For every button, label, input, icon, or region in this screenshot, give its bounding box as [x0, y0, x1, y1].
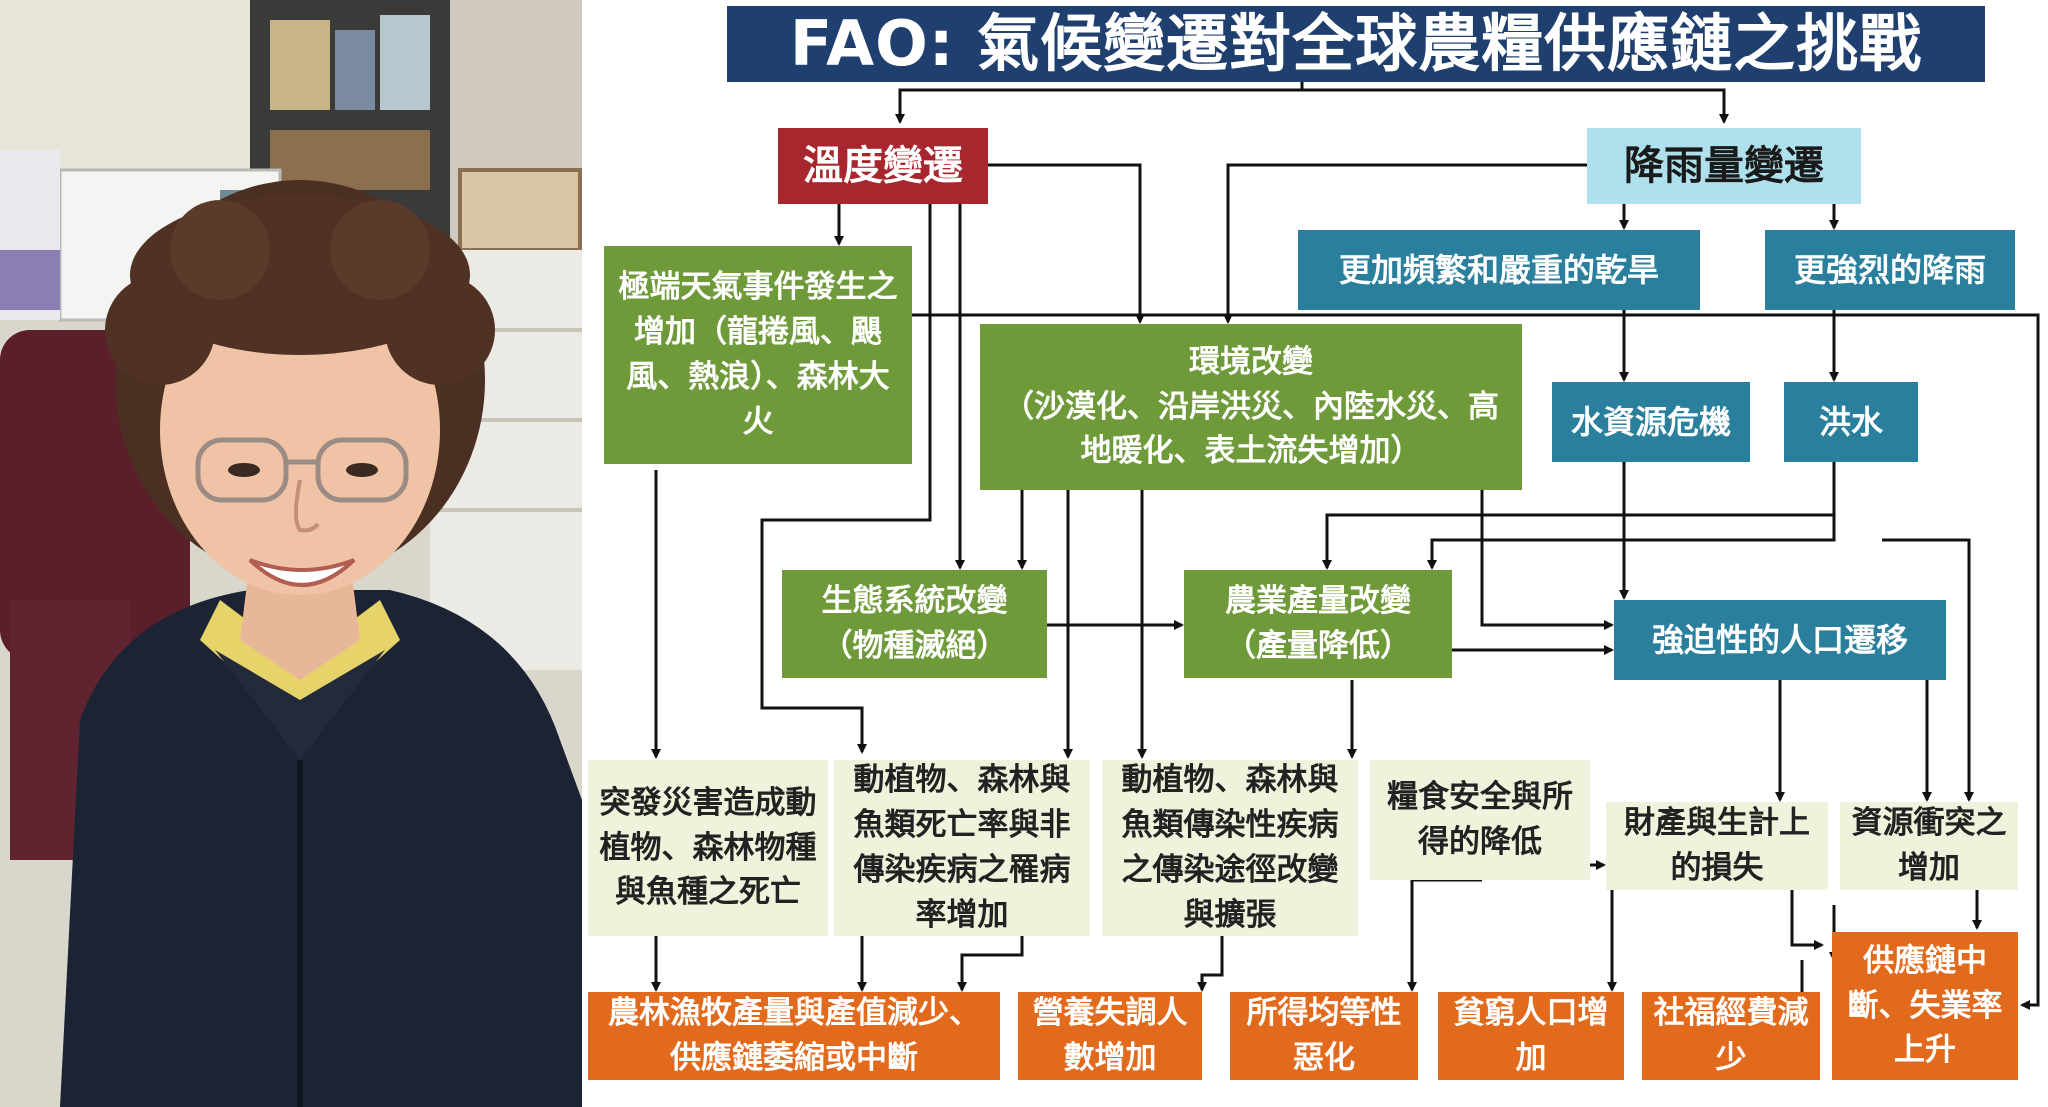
mortality-box: 動植物、森林與魚類死亡率與非傳染疾病之罹病率增加	[834, 760, 1090, 936]
supply-chain-disruption-box: 供應鏈中斷、失業率上升	[1832, 932, 2018, 1080]
heavy-rain-box: 更強烈的降雨	[1765, 230, 2015, 310]
production-decline-box: 農林漁牧產量與產值減少、供應鏈萎縮或中斷	[588, 992, 1000, 1080]
portrait-photo	[0, 0, 582, 1107]
agricultural-output-box: 農業產量改變 （產量降低）	[1184, 570, 1452, 678]
rainfall-change-box: 降雨量變遷	[1587, 128, 1861, 204]
diagram-title: FAO: 氣候變遷對全球農糧供應鏈之挑戰	[727, 6, 1985, 82]
income-inequality-box: 所得均等性惡化	[1230, 992, 1418, 1080]
welfare-decrease-box: 社福經費減少	[1642, 992, 1820, 1080]
poverty-increase-box: 貧窮人口增加	[1438, 992, 1624, 1080]
property-loss-box: 財產與生計上的損失	[1606, 802, 1828, 890]
portrait-illustration	[0, 0, 582, 1107]
food-security-box: 糧食安全與所得的降低	[1370, 760, 1590, 880]
flood-box: 洪水	[1784, 382, 1918, 462]
environment-change-box: 環境改變 （沙漠化、沿岸洪災、內陸水災、高地暖化、表土流失增加）	[980, 324, 1522, 490]
flow-arrows	[651, 82, 2040, 1010]
temperature-change-box: 溫度變遷	[778, 128, 988, 204]
extreme-weather-box: 極端天氣事件發生之增加（龍捲風、颶風、熱浪）、森林大火	[604, 246, 912, 464]
resource-conflict-box: 資源衝突之增加	[1840, 802, 2018, 890]
sudden-disaster-box: 突發災害造成動植物、森林物種與魚種之死亡	[588, 760, 828, 936]
ecosystem-change-box: 生態系統改變 （物種滅絕）	[782, 570, 1047, 678]
drought-box: 更加頻繁和嚴重的乾旱	[1298, 230, 1700, 310]
malnutrition-box: 營養失調人數增加	[1018, 992, 1202, 1080]
infectious-disease-box: 動植物、森林與魚類傳染性疾病之傳染途徑改變與擴張	[1102, 760, 1358, 936]
forced-migration-box: 強迫性的人口遷移	[1614, 600, 1946, 680]
water-crisis-box: 水資源危機	[1552, 382, 1750, 462]
fao-diagram: FAO: 氣候變遷對全球農糧供應鏈之挑戰 溫度變遷 降雨量變遷 極端天氣事件發生…	[582, 0, 2048, 1107]
